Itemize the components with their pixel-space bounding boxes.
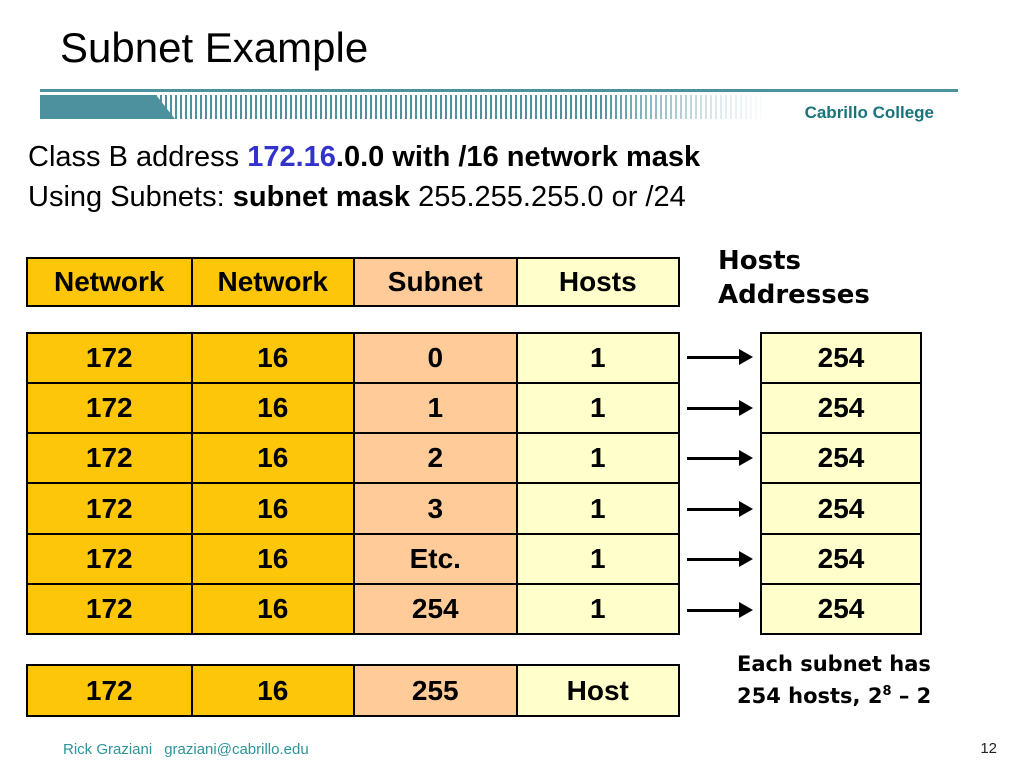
table-cell: 1 [515,432,678,483]
table-cell: 172 [28,334,191,383]
host-count-cell: 254 [762,334,920,383]
decorative-stripe-bar: Cabrillo College [40,95,940,124]
arrow-right-icon [687,400,753,416]
intro-line1-prefix: Class B address [28,141,248,173]
broadcast-row-table: 172 16 255 Host [26,664,680,717]
intro-line1-suffix: .0.0 with /16 network mask [335,141,701,173]
table-cell: 172 [28,666,191,715]
column-header: Network [28,259,191,305]
table-cell: 0 [353,334,516,383]
column-header: Hosts [515,259,678,305]
host-count-cell: 254 [762,382,920,433]
host-count-cell: 254 [762,432,920,483]
arrow-right-icon [687,551,753,567]
intro-line-1: Class B address 172.16.0.0 with /16 netw… [28,141,700,174]
table-cell: 16 [190,334,353,383]
table-cell: 255 [353,666,516,715]
cabrillo-college-logo: Cabrillo College [792,102,938,124]
table-cell: 16 [190,532,353,583]
footer-email: graziani@cabrillo.edu [164,741,309,758]
stripe-bar-solid-block [40,95,175,119]
intro-line-2: Using Subnets: subnet mask 255.255.255.0… [28,181,686,214]
table-cell: 3 [353,482,516,533]
arrow-right-icon [687,450,753,466]
column-header: Subnet [353,259,516,305]
host-count-cell: 254 [762,532,920,583]
table-cell: 172 [28,532,191,583]
arrow-right-icon [687,349,753,365]
page-title: Subnet Example [60,24,369,71]
table-cell: 254 [353,582,516,633]
table-cell: 172 [28,382,191,433]
hosts-addresses-label-line1: Hosts [718,246,802,276]
table-cell: Host [515,666,678,715]
host-count-cell: 254 [762,482,920,533]
table-cell: 172 [28,482,191,533]
header-rule [40,89,958,92]
table-cell: 2 [353,432,516,483]
intro-line2-bold: subnet mask [232,181,419,213]
column-header: Network [190,259,353,305]
intro-line1-highlight: 172.16 [247,141,336,173]
table-cell: 1 [515,532,678,583]
footer-author: Rick Graziani [63,741,153,758]
table-cell: 1 [515,582,678,633]
page-number: 12 [980,740,997,757]
hosts-addresses-label: Hosts Addresses [718,244,870,312]
table-cell: 16 [190,582,353,633]
table-cell: 172 [28,432,191,483]
table-cell: 16 [190,432,353,483]
table-cell: 1 [515,334,678,383]
hosts-addresses-label-line2: Addresses [718,280,870,310]
table-cell: 16 [190,666,353,715]
host-addresses-table: 254 254 254 254 254 254 [760,332,922,635]
subnet-note-line2: 254 hosts, 28 – 2 [737,678,931,710]
table-cell: 16 [190,482,353,533]
subnet-table: 172 16 0 1 172 16 1 1 172 16 2 1 172 16 … [26,332,680,635]
footer-credit: Rick Graziani graziani@cabrillo.edu [63,741,309,758]
intro-line2-prefix: Using Subnets: [28,181,233,213]
table-cell: 1 [515,382,678,433]
subnet-note: Each subnet has 254 hosts, 28 – 2 [737,650,931,710]
column-header-table: Network Network Subnet Hosts [26,257,680,307]
table-cell: Etc. [353,532,516,583]
subnet-note-line1: Each subnet has [737,652,931,676]
table-cell: 1 [353,382,516,433]
arrow-right-icon [687,602,753,618]
subnet-note-exponent: 8 [882,684,892,699]
table-cell: 172 [28,582,191,633]
intro-line2-suffix: 255.255.255.0 or /24 [418,181,686,213]
table-cell: 1 [515,482,678,533]
arrow-right-icon [687,501,753,517]
subnet-note-line2-post: – 2 [891,684,932,708]
subnet-note-line2-pre: 254 hosts, 2 [737,684,883,708]
table-cell: 16 [190,382,353,433]
host-count-cell: 254 [762,582,920,633]
